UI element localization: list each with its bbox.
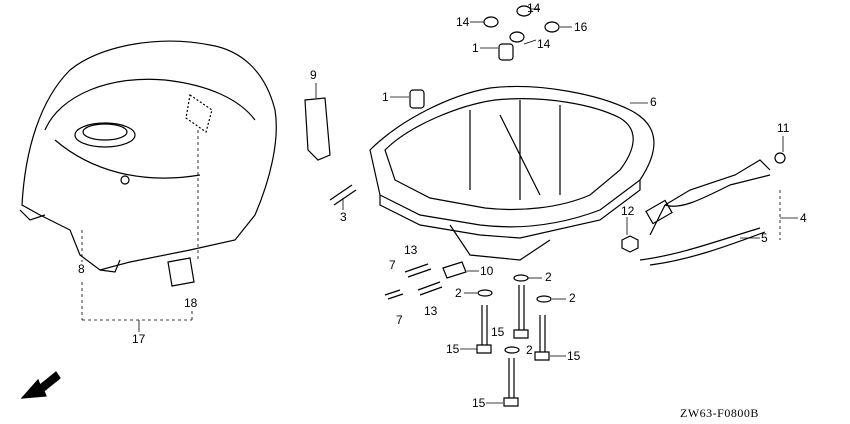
callout-label: 13 — [404, 243, 418, 257]
under-case-part[interactable] — [369, 85, 655, 261]
callout-label: 18 — [184, 296, 198, 310]
callout-label: 14 — [537, 37, 551, 51]
callout-label: 2 — [526, 343, 533, 357]
callout-label: 10 — [480, 264, 494, 278]
plug-parts[interactable] — [409, 5, 560, 109]
stop-switch-cord-part[interactable] — [621, 152, 786, 266]
callout-label: 15 — [567, 349, 581, 363]
callout-label: 4 — [800, 211, 807, 225]
front-direction-arrow-icon — [20, 371, 61, 399]
callout-label: 8 — [78, 262, 85, 276]
callout-label: 12 — [621, 204, 635, 218]
callout-label: 14 — [527, 1, 541, 15]
callout-label: 3 — [340, 210, 347, 224]
callout-label: 15 — [446, 342, 460, 356]
callout-label: 7 — [396, 313, 403, 327]
callout-label: 16 — [574, 20, 588, 34]
callout-label: 17 — [132, 332, 146, 346]
callout-label: 2 — [455, 286, 462, 300]
callout-label: 5 — [761, 231, 768, 245]
callout-label: 1 — [382, 90, 389, 104]
callout-label: 15 — [472, 396, 486, 410]
callout-label: 9 — [310, 68, 317, 82]
callout-label: 1 — [472, 41, 479, 55]
callout-leaders — [315, 8, 798, 404]
leader-lines — [81, 130, 781, 321]
callout-label: 2 — [545, 270, 552, 284]
callout-label: 6 — [650, 95, 657, 109]
hardware-parts[interactable] — [384, 261, 552, 407]
engine-cover-part[interactable] — [19, 40, 277, 273]
callout-label: 7 — [389, 258, 396, 272]
screw-part[interactable] — [329, 184, 357, 206]
callout-label: 15 — [491, 325, 505, 339]
callout-label: 11 — [777, 121, 790, 135]
diagram-code: ZW63-F0800B — [680, 406, 759, 420]
callout-label: 2 — [569, 291, 576, 305]
callout-label: 14 — [456, 15, 470, 29]
callout-label: 13 — [424, 304, 438, 318]
bracket-part[interactable] — [304, 97, 331, 161]
pad-part[interactable] — [167, 257, 195, 287]
